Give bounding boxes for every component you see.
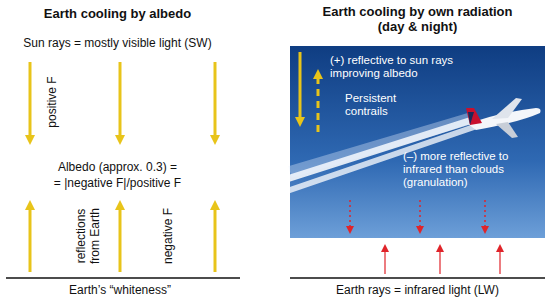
note-text: Sun rays = mostly visible light (SW) (0, 36, 235, 50)
flux-label: reflections from Earth (74, 200, 102, 272)
formula-text: Albedo (approx. 0.3) = (0, 160, 235, 174)
earth-ray-arrows (385, 248, 500, 274)
photo-note: Persistent contrails (345, 92, 425, 118)
flux-label: negative F (161, 191, 175, 281)
photo-note: (+) reflective to sun rays improving alb… (330, 54, 500, 80)
photo-note: (–) more reflective to infrared than clo… (403, 150, 543, 189)
infrared-reflection-arrows (350, 200, 485, 230)
sun-ray-arrow (299, 52, 302, 122)
caption-text: Earth rays = infrared light (LW) (290, 283, 545, 297)
panel-title: Earth cooling by own radiation (day & ni… (310, 4, 525, 34)
caption-text: Earth’s “whiteness” (0, 283, 240, 297)
contrail-photo (290, 46, 545, 238)
panel-title: Earth cooling by albedo (0, 6, 235, 21)
earth-surface (290, 277, 545, 279)
formula-text: = |negative F|/positive F (0, 176, 235, 190)
reflection-arrows (30, 205, 215, 272)
earth-surface (6, 277, 240, 279)
reflected-ray-arrow (317, 74, 320, 132)
flux-label: positive F (45, 57, 59, 147)
